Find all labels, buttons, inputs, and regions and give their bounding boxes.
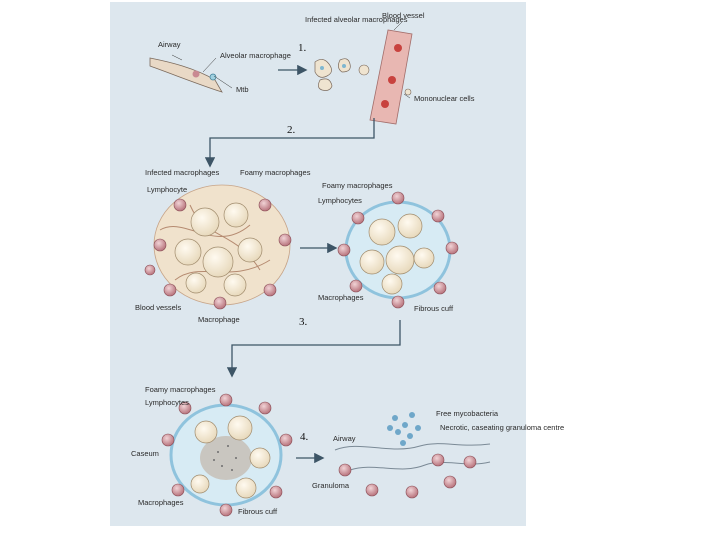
mononuclear-cell — [359, 65, 369, 75]
red-blood-cell — [381, 100, 389, 108]
panel4-fibrous-cuff-label: Fibrous cuff — [238, 507, 278, 516]
infected-macrophages-label: Infected macrophages — [145, 168, 219, 177]
panel3-fibrous-cuff-label: Fibrous cuff — [414, 304, 454, 313]
red-blood-cell — [388, 76, 396, 84]
airway-label: Airway — [158, 40, 181, 49]
panel4-foamy-macrophages-label: Foamy macrophages — [145, 385, 216, 394]
stage-3-granuloma — [338, 192, 458, 308]
step-3-label: 3. — [299, 316, 308, 328]
foamy-macrophages-label: Foamy macrophages — [240, 168, 311, 177]
blood-vessel — [359, 22, 412, 124]
step-2-label: 2. — [287, 124, 296, 136]
caseum-label: Caseum — [131, 449, 159, 458]
mtb-label: Mtb — [236, 85, 249, 94]
blood-vessel-label: Blood vessel — [382, 11, 425, 20]
panel3-lymphocytes-label: Lymphocytes — [318, 196, 362, 205]
necrotic-centre-label: Necrotic, caseating granuloma centre — [440, 423, 564, 432]
blood-vessels-label: Blood vessels — [135, 303, 182, 312]
mononuclear-cells-label: Mononuclear cells — [414, 94, 475, 103]
infected-macrophage-cluster — [315, 59, 350, 91]
panel4-macrophages-label: Macrophages — [138, 498, 184, 507]
free-mycobacteria-label: Free mycobacteria — [436, 409, 499, 418]
granuloma-label: Granuloma — [312, 481, 350, 490]
alveolar-macrophage-nucleus — [193, 71, 200, 78]
step-4-label: 4. — [300, 431, 309, 443]
mononuclear-cell — [405, 89, 411, 95]
step-1-label: 1. — [298, 42, 307, 54]
stage-2-granuloma — [145, 185, 291, 309]
panel3-macrophages-label: Macrophages — [318, 293, 364, 302]
panel4-airway-label: Airway — [333, 434, 356, 443]
stage-1-alveolus — [150, 55, 232, 92]
panel4-lymphocytes-label: Lymphocytes — [145, 398, 189, 407]
panel3-foamy-macrophages-label: Foamy macrophages — [322, 181, 393, 190]
alveolar-macrophage-label: Alveolar macrophage — [220, 51, 291, 60]
free-mycobacteria — [387, 412, 421, 446]
lymphocyte-label: Lymphocyte — [147, 185, 187, 194]
macrophage-label: Macrophage — [198, 315, 240, 324]
arrow-4 — [232, 320, 400, 375]
red-blood-cell — [394, 44, 402, 52]
